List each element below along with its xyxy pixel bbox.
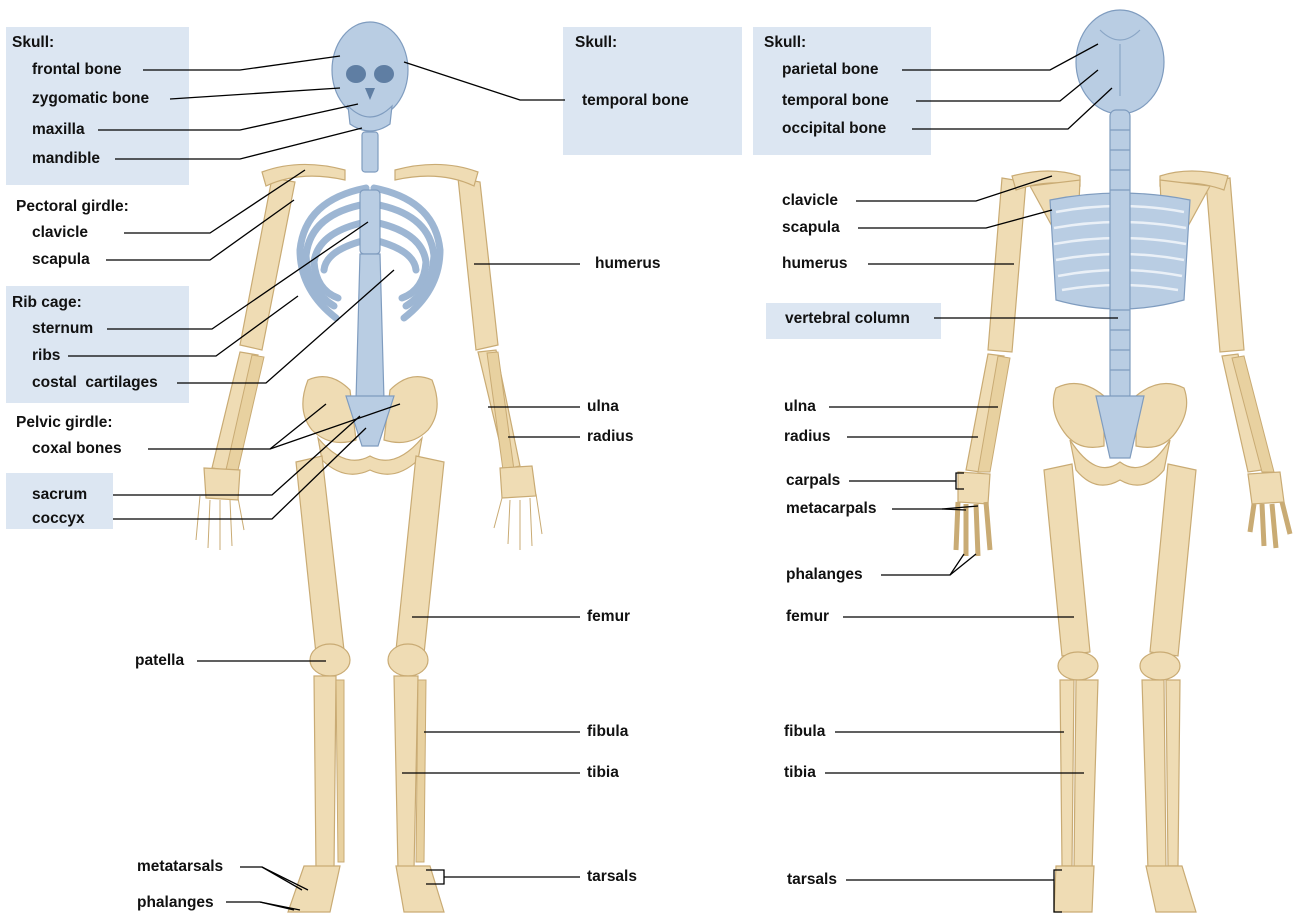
label-femur-posterior: femur (786, 608, 829, 626)
posterior-skeleton (956, 10, 1290, 912)
label-carpals: carpals (786, 472, 840, 490)
anterior-right-coxal (303, 377, 356, 443)
label-temporal-bone-anterior: temporal bone (582, 92, 689, 110)
label-femur-anterior: femur (587, 608, 630, 626)
label-costal-cartilages: costal cartilages (32, 374, 158, 392)
label-ulna-anterior: ulna (587, 398, 619, 416)
label-phalanges-hand: phalanges (786, 566, 863, 584)
label-zygomatic-bone: zygomatic bone (32, 90, 149, 108)
label-temporal-bone-posterior: temporal bone (782, 92, 889, 110)
anterior-right-femur (296, 456, 344, 654)
label-vertebral-column: vertebral column (785, 310, 910, 328)
label-coxal-bones: coxal bones (32, 440, 122, 458)
label-coccyx: coccyx (32, 510, 85, 528)
anterior-sternum (360, 190, 380, 254)
label-humerus-anterior: humerus (595, 255, 660, 273)
label-tarsals-anterior: tarsals (587, 868, 637, 886)
label-sternum: sternum (32, 320, 93, 338)
label-tibia-posterior: tibia (784, 764, 816, 782)
label-frontal-bone: frontal bone (32, 61, 122, 79)
anterior-right-humerus (240, 178, 295, 350)
pectoral-girdle-header: Pectoral girdle: (16, 198, 129, 216)
rib-cage-header: Rib cage: (12, 294, 82, 312)
label-ulna-posterior: ulna (784, 398, 816, 416)
label-scapula-posterior: scapula (782, 219, 840, 237)
skull-header-posterior: Skull: (764, 34, 806, 52)
label-clavicle-posterior: clavicle (782, 192, 838, 210)
label-occipital-bone: occipital bone (782, 120, 886, 138)
skull-header-anterior: Skull: (12, 34, 54, 52)
label-fibula-anterior: fibula (587, 723, 628, 741)
label-fibula-posterior: fibula (784, 723, 825, 741)
label-humerus-posterior: humerus (782, 255, 847, 273)
label-patella: patella (135, 652, 184, 670)
label-ribs: ribs (32, 347, 60, 365)
label-tarsals-posterior: tarsals (787, 871, 837, 889)
skull-header-temporal: Skull: (575, 34, 617, 52)
anterior-left-coxal (384, 377, 437, 443)
patella-shape (310, 644, 350, 676)
anterior-skeleton (196, 22, 542, 912)
label-phalanges-foot: phalanges (137, 894, 214, 912)
label-scapula-anterior: scapula (32, 251, 90, 269)
anterior-skull (332, 22, 408, 118)
anterior-left-femur (396, 456, 444, 654)
label-metatarsals: metatarsals (137, 858, 223, 876)
label-clavicle-anterior: clavicle (32, 224, 88, 242)
pelvic-girdle-header: Pelvic girdle: (16, 414, 112, 432)
label-metacarpals: metacarpals (786, 500, 876, 518)
label-mandible: mandible (32, 150, 100, 168)
label-radius-anterior: radius (587, 428, 634, 446)
label-radius-posterior: radius (784, 428, 831, 446)
posterior-vertebral-column (1110, 110, 1130, 400)
label-maxilla: maxilla (32, 121, 85, 139)
label-tibia-anterior: tibia (587, 764, 619, 782)
label-parietal-bone: parietal bone (782, 61, 878, 79)
label-sacrum: sacrum (32, 486, 87, 504)
